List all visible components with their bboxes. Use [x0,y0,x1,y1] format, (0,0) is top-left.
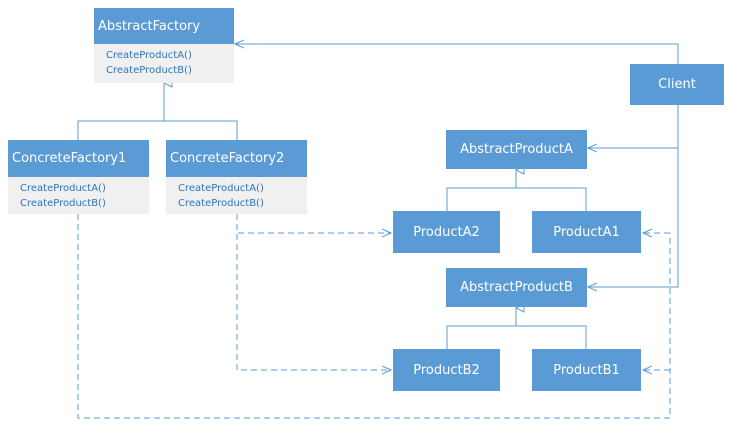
factory2-creates-product-b2-line [236,214,391,370]
abstract-product-b-label: AbstractProductB [460,280,573,295]
abstract-factory-name: AbstractFactory [98,18,201,34]
abstract-product-b-box[interactable]: AbstractProductB [446,268,587,307]
product-a1-box[interactable]: ProductA1 [532,211,641,253]
method-create-product-a: CreateProductA() [178,183,264,194]
method-create-product-a: CreateProductA() [20,183,106,194]
product-b2-label: ProductB2 [413,362,480,378]
concrete-factory-1-name: ConcreteFactory1 [12,151,127,166]
factory1-bottom-loop-line [77,214,671,419]
product-a2-label: ProductA2 [413,224,480,240]
concrete-factory-1-methods: CreateProductA() CreateProductB() [8,177,149,214]
client-to-abstract-product-a-line [588,105,679,148]
abstract-factory-methods: CreateProductA() CreateProductB() [94,44,234,83]
concrete-factory-2-methods: CreateProductA() CreateProductB() [166,177,307,214]
product-b1-label: ProductB1 [553,362,620,378]
factory2-creates-product-a2-line [236,214,391,233]
product-b1-box[interactable]: ProductB1 [532,349,641,391]
product-a2-box[interactable]: ProductA2 [393,211,500,253]
concrete-factory-2-name: ConcreteFactory2 [170,151,285,166]
abstract-product-a-box[interactable]: AbstractProductA [446,130,587,169]
client-box[interactable]: Client [630,64,724,105]
factory-inheritance-line [77,120,238,140]
concrete-factory-2-header[interactable]: ConcreteFactory2 [166,140,307,177]
method-create-product-b: CreateProductB() [20,198,106,209]
method-create-product-a: CreateProductA() [106,50,192,61]
abstract-product-a-label: AbstractProductA [460,142,573,157]
client-label: Client [658,77,696,92]
client-to-abstract-product-b-line [588,148,679,287]
product-a1-label: ProductA1 [553,224,620,240]
abstract-factory-header[interactable]: AbstractFactory [94,8,234,44]
client-to-abstract-factory-line [235,44,679,64]
method-create-product-b: CreateProductB() [106,65,192,76]
concrete-factory-1-header[interactable]: ConcreteFactory1 [8,140,149,177]
product-b2-box[interactable]: ProductB2 [393,349,500,391]
method-create-product-b: CreateProductB() [178,198,264,209]
product-b-inheritance-line [446,325,587,349]
product-a-inheritance-line [446,187,587,211]
